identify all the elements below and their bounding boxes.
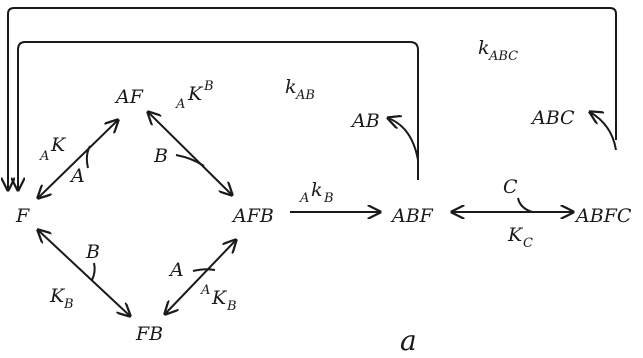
label-akb2-prefix: A — [200, 283, 210, 298]
label-b-left-bottom: B — [85, 241, 100, 263]
label-c-top: C — [503, 176, 518, 198]
node-abc: ABC — [530, 107, 575, 129]
curl-b-right-top — [175, 154, 205, 167]
label-ak-prefix: A — [39, 149, 49, 164]
label-kab-sub: AB — [295, 88, 315, 103]
label-ak-main: K — [50, 134, 67, 156]
node-afb: AFB — [231, 205, 274, 227]
arrow-fb-afb — [165, 240, 236, 314]
return-arrow-abc — [8, 7, 617, 190]
label-kabc-main: k — [478, 37, 490, 59]
label-akb-prefix: A — [175, 97, 185, 112]
arrow-f-af — [38, 120, 118, 198]
node-abf: ABF — [390, 205, 434, 227]
label-akb-main: K — [187, 83, 204, 105]
label-akb2-main: K — [211, 287, 228, 309]
label-kc-sub: C — [523, 236, 533, 251]
curl-c-top — [517, 197, 533, 213]
label-kabc-sub: ABC — [488, 49, 518, 64]
label-akb3-sub: B — [323, 191, 334, 206]
node-f: F — [15, 205, 30, 227]
label-a-left: A — [69, 165, 85, 187]
return-arrow-ab — [18, 41, 419, 190]
node-af: AF — [114, 86, 144, 108]
label-akb3-main: k — [311, 179, 323, 201]
curl-to-abc — [590, 112, 617, 151]
panel-label: a — [400, 324, 417, 357]
label-kab-main: k — [285, 76, 297, 98]
label-akb2-sub: B — [226, 299, 237, 314]
label-a-right-bottom: A — [168, 259, 184, 281]
label-akb3-prefix: A — [299, 191, 309, 206]
node-ab: AB — [350, 110, 380, 132]
label-kb-main: K — [49, 285, 66, 307]
curl-a-right-bottom — [192, 268, 216, 272]
label-kc-main: K — [507, 224, 524, 246]
arrow-f-fb — [38, 230, 130, 316]
curl-a-left — [85, 145, 91, 169]
node-abfc: ABFC — [574, 205, 632, 227]
label-b-right-top: B — [153, 145, 168, 167]
label-kb-sub: B — [63, 297, 74, 312]
label-akb-sup: B — [203, 79, 214, 94]
curl-b-left-bottom — [91, 262, 96, 281]
node-fb: FB — [135, 323, 163, 345]
arrow-af-afb — [148, 112, 232, 195]
curl-to-ab — [388, 118, 419, 161]
